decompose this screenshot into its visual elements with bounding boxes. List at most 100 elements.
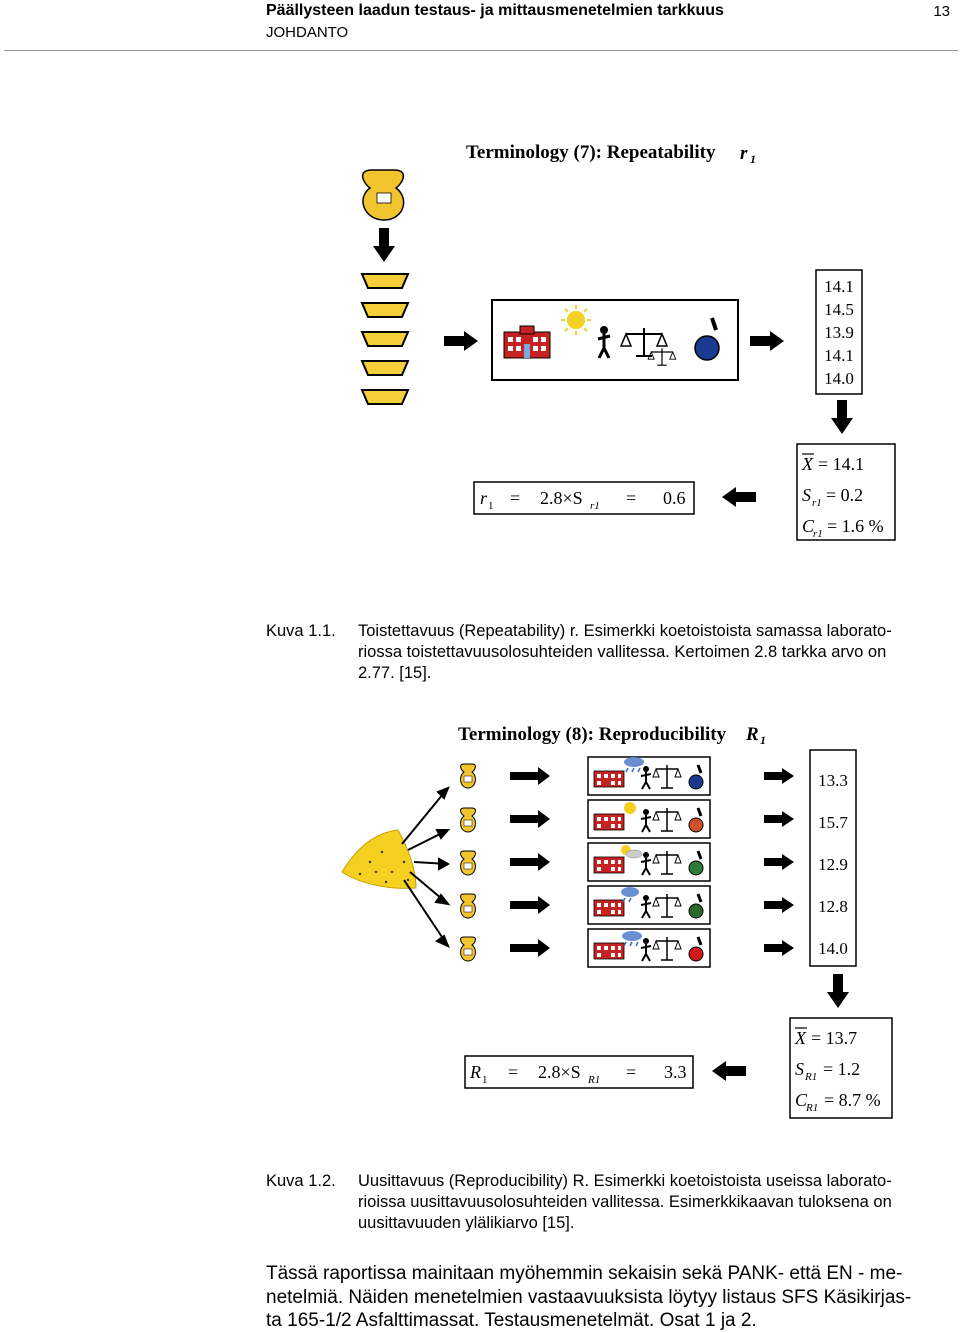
sample-bowl-icon — [361, 389, 409, 405]
result-value: 14.0 — [824, 369, 854, 388]
sample-bowl-icon — [361, 302, 409, 318]
cv-value: = 1.6 % — [827, 516, 884, 536]
mean-symbol: X — [794, 1028, 807, 1048]
sun-icon — [561, 305, 591, 335]
result-value: 14.1 — [824, 346, 854, 365]
repeatability-stats-box — [796, 443, 896, 541]
formula-result: 3.3 — [664, 1062, 687, 1082]
right-arrow-icon — [510, 939, 550, 957]
right-arrow-icon — [510, 853, 550, 871]
flask-icon — [688, 817, 704, 833]
sample-bag-icon — [460, 893, 476, 919]
formula-equals: = — [508, 1062, 518, 1082]
caption-line: 2.77. [15]. — [358, 664, 432, 682]
sd-subscript: r1 — [812, 497, 822, 509]
sd-value: = 1.2 — [823, 1059, 860, 1079]
cv-symbol: C — [802, 516, 815, 536]
repeatability-figure: Terminology (7): Repeatability r 1 14.1 … — [361, 142, 896, 541]
formula-expression-subscript: R1 — [587, 1074, 600, 1086]
caption-line: rioissa uusittavuusolosuhteiden vallites… — [358, 1193, 892, 1211]
sample-bag-icon — [460, 936, 476, 962]
repeatability-heading-symbol: r — [740, 143, 748, 164]
rain-cloud-icon — [621, 887, 639, 903]
paragraph-line: netelmiä. Näiden menetelmien vastaavuuks… — [266, 1286, 912, 1308]
result-value: 15.7 — [818, 813, 848, 832]
body-paragraph: Tässä raportissa mainitaan myöhemmin sek… — [266, 1262, 960, 1333]
sd-symbol: S — [795, 1059, 804, 1079]
formula-expression: 2.8×S — [538, 1062, 581, 1082]
cv-subscript: r1 — [813, 528, 823, 540]
figure-1-caption: Kuva 1.1. Toistettavuus (Repeatability) … — [266, 621, 960, 687]
cv-subscript: R1 — [805, 1102, 818, 1114]
formula-equals: = — [626, 488, 636, 508]
mean-value: = 14.1 — [818, 454, 864, 474]
caption-line: Toistettavuus (Repeatability) r. Esimerk… — [358, 622, 892, 640]
reproducibility-heading-symbol: R — [745, 724, 759, 745]
result-value: 14.0 — [818, 939, 848, 958]
reproducibility-stats-box — [789, 1017, 893, 1119]
mean-symbol: X — [801, 454, 814, 474]
formula-lhs-subscript: 1 — [482, 1074, 488, 1086]
flask-icons — [688, 774, 704, 962]
repeatability-heading-subscript: 1 — [750, 152, 756, 166]
sample-bag-icon — [362, 169, 405, 221]
sun-icon — [624, 802, 636, 814]
reproducibility-formula-box — [464, 1055, 694, 1089]
result-value: 12.8 — [818, 897, 848, 916]
formula-equals: = — [510, 488, 520, 508]
reproducibility-heading: Terminology (8): Reproducibility — [458, 724, 727, 745]
formula-expression-subscript: r1 — [590, 500, 600, 512]
right-arrow-icon — [510, 810, 550, 828]
running-title: Päällysteen laadun testaus- ja mittausme… — [266, 2, 724, 19]
down-arrow-icon — [373, 228, 395, 262]
result-value: 14.5 — [824, 300, 854, 319]
sd-symbol: S — [802, 485, 811, 505]
caption-label: Kuva 1.2. — [266, 1172, 336, 1190]
header-rule — [4, 50, 958, 51]
rain-cloud-icon — [622, 931, 642, 947]
down-arrow-icon — [831, 400, 853, 434]
formula-lhs-subscript: 1 — [488, 500, 494, 512]
repeatability-heading: Terminology (7): Repeatability — [466, 142, 716, 163]
right-arrow-icon — [750, 331, 784, 351]
sample-bowl-icon — [361, 331, 409, 347]
right-arrow-icon — [510, 896, 550, 914]
right-arrow-icon — [510, 767, 550, 785]
page-number: 13 — [933, 3, 950, 20]
sample-bag-icon — [460, 763, 476, 789]
sample-bag-icon — [460, 850, 476, 876]
caption-line: Uusittavuus (Reproducibility) R. Esimerk… — [358, 1172, 892, 1190]
reproducibility-results-box — [809, 749, 857, 967]
result-value: 12.9 — [818, 855, 848, 874]
sample-bowl-icon — [361, 360, 409, 376]
section-name: JOHDANTO — [266, 24, 349, 41]
right-arrow-icon — [764, 768, 794, 784]
caption-label: Kuva 1.1. — [266, 622, 336, 640]
formula-expression: 2.8×S — [540, 488, 583, 508]
aggregate-pile-icon — [341, 829, 417, 889]
reproducibility-heading-subscript: 1 — [760, 733, 766, 747]
result-value: 14.1 — [824, 277, 854, 296]
formula-equals: = — [626, 1062, 636, 1082]
right-arrow-icon — [444, 331, 478, 351]
paragraph-line: ta 165-1/2 Asfalttimassat. Testausmenete… — [266, 1310, 757, 1331]
rain-cloud-icon — [624, 757, 644, 773]
repeatability-formula-box — [473, 481, 695, 515]
cv-symbol: C — [795, 1090, 808, 1110]
figure-2-caption: Kuva 1.2. Uusittavuus (Reproducibility) … — [266, 1171, 960, 1237]
down-arrow-icon — [827, 974, 849, 1008]
right-arrow-icon — [764, 940, 794, 956]
formula-lhs: R — [469, 1062, 481, 1082]
formula-result: 0.6 — [663, 488, 686, 508]
sample-bag-icon — [460, 807, 476, 833]
flask-icon — [694, 317, 720, 361]
flask-icon — [688, 903, 704, 919]
right-arrow-icon — [764, 854, 794, 870]
paragraph-line: Tässä raportissa mainitaan myöhemmin sek… — [266, 1263, 903, 1284]
distribution-arrows — [401, 786, 451, 948]
left-arrow-icon — [722, 487, 756, 507]
right-arrow-icon — [764, 897, 794, 913]
caption-line: riossa toistettavuusolosuhteiden vallite… — [358, 643, 887, 661]
result-value: 13.3 — [818, 771, 848, 790]
result-value: 13.9 — [824, 323, 854, 342]
